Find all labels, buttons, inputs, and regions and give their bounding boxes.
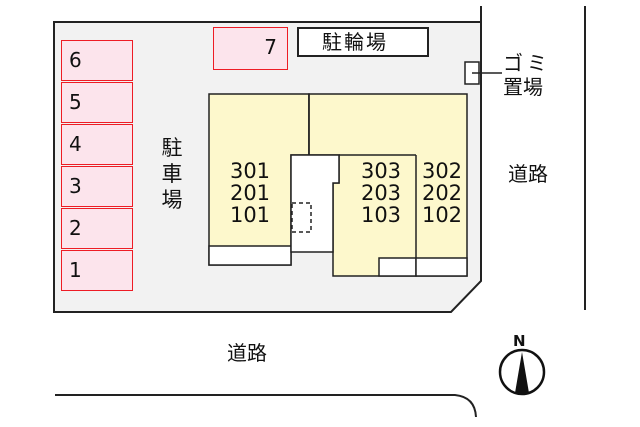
stall-number: 1 (69, 258, 82, 282)
compass-north-label: N (513, 332, 526, 350)
stairwell (290, 154, 340, 253)
unit-number: 101 (229, 203, 271, 227)
parking-label-char: 駐 (161, 136, 183, 160)
balcony-103 (378, 257, 417, 277)
building-west-units: 301 201 101 (226, 159, 274, 227)
compass-needle (515, 352, 529, 393)
stall-number: 7 (264, 35, 277, 59)
stall-number: 5 (69, 90, 82, 114)
parking-stall-5: 5 (61, 82, 133, 123)
bicycle-parking-label: 駐輪場 (322, 30, 388, 54)
garbage-label-line2: 置場 (503, 75, 543, 99)
unit-number: 302 (421, 159, 463, 183)
parking-label-char: 車 (161, 162, 183, 186)
parking-stall-3: 3 (61, 166, 133, 207)
parking-stall-7: 7 (213, 27, 288, 70)
building-302-units: 302 202 102 (418, 159, 466, 227)
road-label-east: 道路 (508, 162, 548, 186)
garbage-label-line1: ゴミ (503, 51, 551, 75)
stall-number: 2 (69, 216, 82, 240)
bicycle-parking-box (297, 27, 429, 57)
parking-stall-2: 2 (61, 208, 133, 249)
building-303-units: 303 203 103 (356, 159, 406, 227)
parking-stall-4: 4 (61, 124, 133, 165)
stair-dashed (291, 202, 312, 233)
unit-number: 303 (360, 159, 402, 183)
unit-number: 203 (360, 181, 402, 205)
stall-number: 6 (69, 48, 82, 72)
unit-number: 201 (229, 181, 271, 205)
parking-stall-6: 6 (61, 40, 133, 81)
unit-number: 202 (421, 181, 463, 205)
unit-number: 103 (360, 203, 402, 227)
stall-number: 3 (69, 174, 82, 198)
parking-label: 駐 車 場 (160, 135, 184, 213)
unit-number: 102 (421, 203, 463, 227)
road-label-south: 道路 (227, 341, 267, 365)
unit-number: 301 (229, 159, 271, 183)
balcony-102 (415, 257, 468, 277)
parking-stall-1: 1 (61, 250, 133, 291)
building-west-balcony (208, 245, 292, 266)
parking-label-char: 場 (161, 188, 183, 212)
stall-number: 4 (69, 132, 82, 156)
